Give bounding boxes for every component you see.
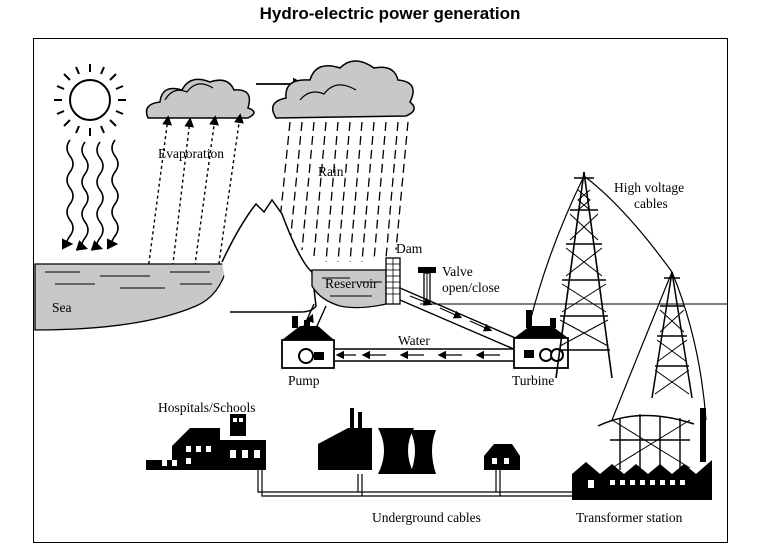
label-underground-cables: Underground cables	[372, 510, 481, 525]
transformer-station-icon	[572, 408, 712, 500]
dam	[385, 257, 401, 305]
label-water: Water	[398, 333, 430, 348]
label-pump: Pump	[288, 373, 320, 388]
pipe-dam-to-turbine	[399, 287, 521, 351]
label-sea: Sea	[52, 300, 72, 315]
rain-lines	[277, 121, 409, 263]
label-evaporation: Evaporation	[158, 146, 224, 161]
sun-icon	[54, 64, 126, 136]
hospital-school-icon	[146, 414, 266, 470]
label-dam: Dam	[396, 241, 423, 256]
sun-rays	[61, 139, 119, 251]
underground-cables	[257, 470, 574, 497]
turbine-house-icon	[513, 310, 569, 369]
label-hospitals-schools: Hospitals/Schools	[158, 400, 256, 415]
evaporation-arrows	[147, 113, 244, 273]
label-reservoir: Reservoir	[325, 276, 378, 291]
high-voltage-cables	[529, 175, 707, 421]
label-valve: Valve	[442, 264, 473, 279]
label-transformer-station: Transformer station	[576, 510, 683, 525]
diagram-title: Hydro-electric power generation	[259, 4, 521, 23]
mountain	[221, 198, 317, 313]
label-turbine: Turbine	[512, 373, 554, 388]
pump-house-icon	[281, 316, 335, 369]
reservoir	[311, 269, 387, 309]
pylon-small-icon	[651, 271, 693, 399]
pylon-large-icon	[555, 171, 613, 379]
diagram-frame	[33, 38, 728, 543]
evaporation-cloud	[145, 78, 255, 119]
water-pipe	[334, 348, 514, 362]
power-station-icon	[318, 408, 436, 474]
rain-cloud	[271, 60, 415, 119]
label-high-voltage: High voltage	[614, 180, 684, 195]
label-valve-open-close: open/close	[442, 280, 500, 295]
sea	[34, 263, 229, 331]
small-house-icon	[484, 444, 520, 470]
label-cables: cables	[634, 196, 668, 211]
label-rain: Rain	[318, 164, 344, 179]
